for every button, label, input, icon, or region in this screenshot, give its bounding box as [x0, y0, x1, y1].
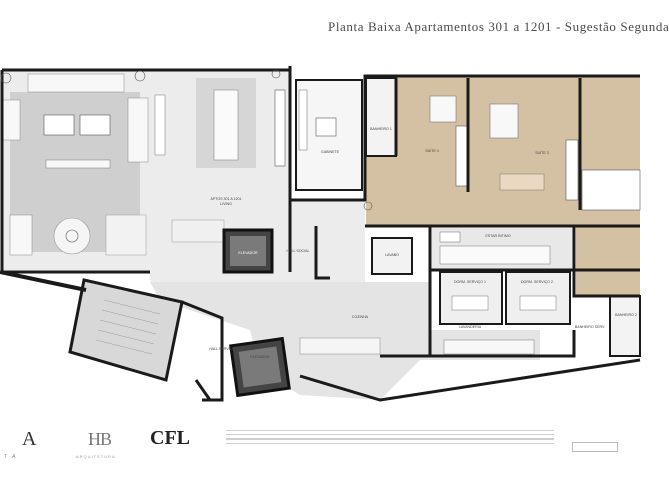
sideboard — [274, 89, 286, 167]
logo-hb: HB — [88, 429, 112, 449]
laundry-counter — [443, 339, 535, 355]
banheiro2-room — [609, 295, 641, 357]
label-banheiro2: BANHEIRO 2 — [615, 313, 637, 317]
suite4-bed — [429, 95, 457, 123]
floor-plan: APTOS 301 A 1201 LIVING GABINETE BANHEIR… — [0, 66, 641, 402]
logo-strip: A T A HB ARQUITETURA CFL — [0, 420, 640, 480]
walls — [0, 66, 641, 402]
stair — [68, 278, 184, 382]
label-elevador-servico: ELEVADOR — [250, 355, 270, 359]
armchair-left — [9, 214, 33, 256]
label-living-sub: LIVING — [220, 202, 232, 206]
gabinete-desk — [315, 117, 337, 137]
suite4-closet — [455, 125, 469, 187]
label-lavanderia: LAVANDERIA — [459, 325, 482, 329]
label-dorm1: DORM. SERVIÇO 1 — [454, 280, 486, 284]
round-table — [53, 217, 91, 255]
label-suite4: SUÍTE 4 — [425, 149, 439, 153]
plan-title: Planta Baixa Apartamentos 301 a 1201 - S… — [328, 19, 669, 34]
lavabo-room — [371, 237, 413, 275]
label-banheiro1: BANHEIRO 1 — [370, 127, 392, 131]
label-banheiro-servico: BANHEIRO SERV. — [575, 325, 605, 329]
sofa-top — [27, 73, 125, 93]
kitchen-counter — [299, 337, 381, 355]
label-lavabo: LAVABO — [385, 253, 399, 257]
gabinete-shelf — [298, 89, 308, 151]
suite-desk — [499, 173, 545, 191]
disclaimer-text — [226, 430, 554, 452]
label-hall-social: HALL SOCIAL — [286, 249, 309, 253]
suite3-bed — [489, 103, 519, 139]
long-bench — [45, 159, 111, 169]
label-dorm2: DORM. SERVIÇO 2 — [521, 280, 553, 284]
suite3-closet — [565, 139, 579, 201]
side-chairs — [1, 99, 21, 141]
label-cozinha: COZINHA — [352, 315, 369, 319]
logo-a-sub: T A — [4, 454, 18, 460]
label-hall-servico: HALL SERVIÇO — [209, 347, 235, 351]
coffee-table-1 — [43, 114, 75, 136]
label-suite3: SUÍTE 3 — [535, 151, 549, 155]
console — [154, 94, 166, 156]
dorm1-bed — [451, 295, 489, 311]
bar-counter — [171, 219, 225, 243]
wood-floor-right — [576, 226, 640, 296]
chairs-block — [105, 214, 147, 256]
logo-hb-sub: ARQUITETURA — [76, 454, 116, 459]
label-elevador-social: ELEVADOR — [238, 251, 258, 255]
label-estar-intimo: ESTAR ÍNTIMO — [485, 234, 510, 238]
plants — [0, 69, 373, 243]
closet-right — [581, 169, 641, 211]
scale-bar — [572, 442, 618, 452]
sofa-right — [127, 97, 149, 163]
coffee-table-2 — [79, 114, 111, 136]
dining-table — [213, 89, 239, 161]
label-living: APTOS 301 A 1201 — [210, 197, 241, 201]
logo-cfl: CFL — [150, 427, 190, 449]
dorm2-bed — [519, 295, 557, 311]
dorm2-room — [505, 271, 571, 325]
logo-a: A — [22, 428, 37, 450]
banheiro1-room — [365, 77, 397, 157]
label-gabinete: GABINETE — [321, 150, 340, 154]
estar-tv — [439, 231, 461, 243]
estar-sofa — [439, 245, 551, 265]
